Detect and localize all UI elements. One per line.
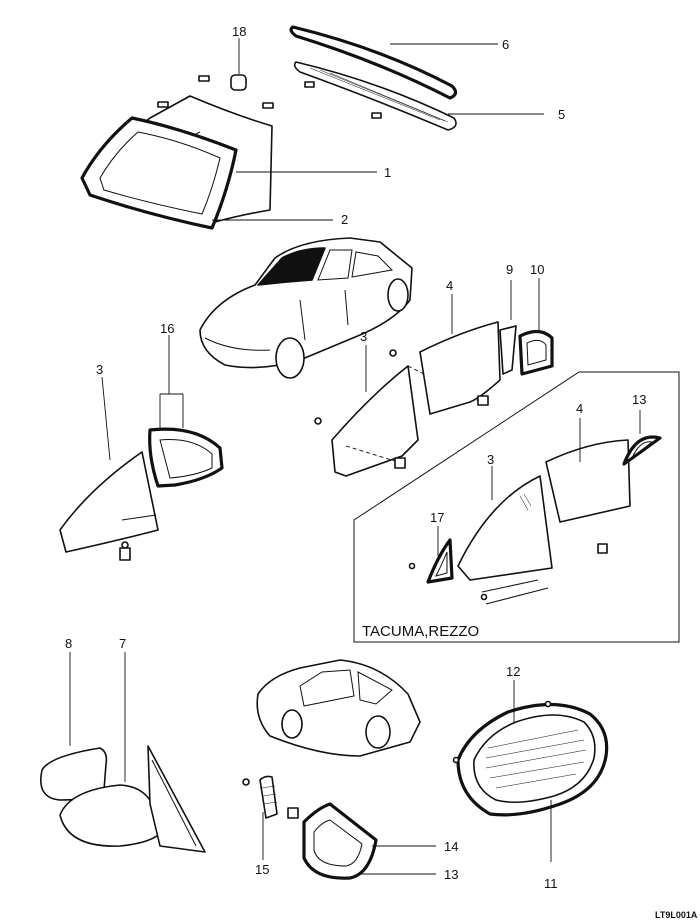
- callout-8: 8: [65, 636, 72, 651]
- callout-18: 18: [232, 24, 246, 39]
- part-15-pillar-glass: [242, 775, 299, 819]
- callout-13-tacuma: 13: [632, 392, 646, 407]
- callout-3-front: 3: [96, 362, 103, 377]
- part-13-triangle-glass-inset: [622, 435, 662, 466]
- molding-clip-set: [157, 75, 274, 109]
- callout-16: 16: [160, 321, 174, 336]
- callout-6: 6: [502, 37, 509, 52]
- part-11-tailgate-glass: [452, 700, 596, 804]
- regulator-bolt: [119, 541, 131, 561]
- part-14-quarter-glass: [302, 802, 378, 880]
- part-10-corner-glass: [518, 329, 554, 376]
- callout-12: 12: [506, 664, 520, 679]
- callout-10: 10: [530, 262, 544, 277]
- figure-code: LT9L001A: [655, 910, 698, 920]
- part-17-triangle-glass: [408, 538, 454, 584]
- part-16-quarter-glass: [148, 427, 224, 488]
- callout-15: 15: [255, 862, 269, 877]
- rear-door-glass-sedan: [314, 349, 481, 477]
- front-door-glass: [59, 451, 159, 553]
- part-18-glass-stopper: [230, 74, 247, 91]
- tacuma-rear-door-glass: [457, 475, 553, 605]
- callout-11: 11: [544, 876, 558, 891]
- callout-3-sedan: 3: [360, 329, 367, 344]
- callout-3-tacuma: 3: [487, 452, 494, 467]
- callout-4-tacuma: 4: [576, 401, 583, 416]
- variant-inset-frame: [353, 371, 680, 643]
- callout-1: 1: [384, 165, 391, 180]
- windshield-molding: [80, 116, 238, 230]
- front-door-glass-sedan: [419, 321, 501, 415]
- part-9-sash-channel: [499, 325, 517, 375]
- sedan-car-illustration: [199, 237, 413, 379]
- tacuma-front-door-glass: [545, 439, 631, 554]
- callout-17: 17: [430, 510, 444, 525]
- callout-2: 2: [341, 212, 348, 227]
- part-7-outside-mirror: [59, 745, 206, 853]
- callout-13-wagon: 13: [444, 867, 458, 882]
- rear-window-seal: [289, 25, 458, 100]
- callout-5: 5: [558, 107, 565, 122]
- callout-7: 7: [119, 636, 126, 651]
- part-8-mirror-glass: [40, 747, 108, 801]
- rear-window-glass: [293, 61, 457, 131]
- wagon-car-illustration: [256, 659, 421, 757]
- callout-14: 14: [444, 839, 458, 854]
- callout-9: 9: [506, 262, 513, 277]
- callout-4-sedan: 4: [446, 278, 453, 293]
- variant-label: TACUMA,REZZO: [362, 623, 479, 640]
